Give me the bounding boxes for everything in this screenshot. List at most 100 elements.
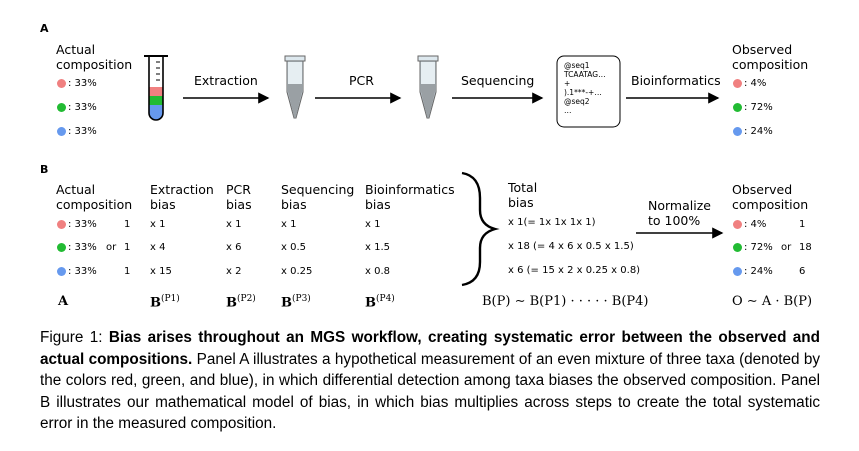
blue-taxon-dot [57, 267, 66, 276]
extraction-bias-value: x 15 [150, 266, 172, 277]
total-bias-value: x 18 (= 4 x 6 x 0.5 x 1.5) [508, 241, 634, 252]
sequencing-bias-value: x 0.25 [281, 266, 313, 277]
math-matrix: B [281, 295, 292, 311]
relative-red: 1 [124, 219, 131, 230]
figure-caption: Figure 1: Bias arises throughout an MGS … [40, 327, 820, 435]
sequencing-bias-value: x 0.5 [281, 242, 306, 253]
observed-red-value: : 4% [744, 78, 767, 89]
math-sequencing: B(P3) [281, 294, 311, 310]
pcr-bias-title: PCR [226, 182, 251, 197]
sequencing-bias-value: x 1 [281, 219, 297, 230]
bioinformatics-bias-title: Bioinformatics [365, 182, 455, 197]
actual-title-line1: Actual [56, 182, 96, 197]
read-line: + [564, 79, 571, 88]
brace-icon [461, 171, 500, 287]
math-matrix: B [150, 295, 161, 311]
observed-relative-blue: 6 [799, 266, 806, 277]
observed-red-value: : 4% [744, 219, 767, 230]
math-actual-a: A [58, 294, 69, 309]
panel-b-label: B [40, 163, 49, 176]
red-taxon-dot [57, 220, 66, 229]
extraction-bias-value: x 1 [150, 219, 166, 230]
observed-blue-value: : 24% [744, 266, 773, 277]
observed-relative-red: 1 [799, 219, 806, 230]
math-sup: (P2) [237, 294, 256, 304]
read-line: … [564, 106, 572, 115]
normalize-label: Normalize [648, 198, 711, 213]
extraction-bias-value: x 4 [150, 242, 166, 253]
actual-green-value: : 33% [68, 242, 97, 253]
math-observed: O ∼ A · B(P) [732, 294, 813, 309]
math-matrix: B [365, 295, 376, 311]
actual-red-value: : 33% [68, 78, 97, 89]
observed-relative-green: 18 [799, 242, 812, 253]
actual-blue-value: : 33% [68, 126, 97, 137]
step-bioinformatics: Bioinformatics [631, 73, 721, 88]
sequencing-bias-title: bias [281, 197, 307, 212]
extraction-bias-title: Extraction [150, 182, 214, 197]
green-taxon-dot [57, 103, 66, 112]
relative-green: 1 [124, 242, 131, 253]
or-label: or [106, 242, 117, 253]
math-sup: (P1) [161, 294, 180, 304]
total-bias-value: x 6 (= 15 x 2 x 0.25 x 0.8) [508, 265, 641, 276]
actual-title-line2: composition [56, 57, 133, 72]
math-sup: (P3) [292, 294, 311, 304]
math-total-bias: B(P) ∼ B(P1) · · · · · B(P4) [482, 294, 649, 309]
relative-blue: 1 [124, 266, 131, 277]
green-taxon-dot [733, 243, 742, 252]
step-sequencing: Sequencing [461, 73, 535, 88]
read-line: @seq1 [564, 61, 590, 70]
caption-bold: Bias arises throughout an MGS workflow, … [40, 329, 820, 368]
observed-blue-value: : 24% [744, 126, 773, 137]
microtube-icon [284, 55, 306, 119]
red-taxon-dot [733, 79, 742, 88]
observed-title-line2: composition [732, 57, 809, 72]
bioinformatics-bias-value: x 0.8 [365, 266, 390, 277]
blue-taxon-dot [733, 127, 742, 136]
math-extraction: B(P1) [150, 294, 180, 310]
total-bias-title: bias [508, 195, 534, 210]
actual-red-value: : 33% [68, 219, 97, 230]
green-taxon-dot [57, 243, 66, 252]
step-extraction: Extraction [194, 73, 258, 88]
microtube-icon [417, 55, 439, 119]
extraction-bias-title: bias [150, 197, 176, 212]
pcr-bias-value: x 1 [226, 219, 242, 230]
red-taxon-dot [57, 79, 66, 88]
read-line: @seq2 [564, 97, 590, 106]
red-taxon-dot [733, 220, 742, 229]
panel-a-label: A [40, 22, 49, 35]
total-bias-title: Total [508, 180, 538, 195]
math-matrix: B [226, 295, 237, 311]
math-sup: (P4) [376, 294, 395, 304]
math-pcr: B(P2) [226, 294, 256, 310]
reads-box [556, 55, 621, 128]
actual-title-line2: composition [56, 197, 133, 212]
observed-title-line2: composition [732, 197, 809, 212]
observed-or-label: or [781, 242, 792, 253]
bioinformatics-bias-title: bias [365, 197, 391, 212]
observed-green-value: : 72% [744, 242, 773, 253]
read-line: ).1***-+… [564, 88, 602, 97]
normalize-label: to 100% [648, 213, 701, 228]
blue-taxon-dot [57, 127, 66, 136]
pcr-bias-title: bias [226, 197, 252, 212]
actual-green-value: : 33% [68, 102, 97, 113]
observed-green-value: : 72% [744, 102, 773, 113]
caption-prefix: Figure 1: [40, 329, 103, 346]
step-pcr: PCR [349, 73, 374, 88]
observed-title-line1: Observed [732, 42, 793, 57]
sequencing-bias-title: Sequencing [281, 182, 355, 197]
actual-title-line1: Actual [56, 42, 96, 57]
caption-body: Panel A illustrates a hypothetical measu… [40, 350, 820, 433]
read-line: TCAATAG… [564, 70, 606, 79]
bioinformatics-bias-value: x 1.5 [365, 242, 390, 253]
test-tube-icon [144, 55, 168, 121]
observed-title-line1: Observed [732, 182, 793, 197]
pcr-bias-value: x 2 [226, 266, 242, 277]
bioinformatics-bias-value: x 1 [365, 219, 381, 230]
green-taxon-dot [733, 103, 742, 112]
actual-blue-value: : 33% [68, 266, 97, 277]
